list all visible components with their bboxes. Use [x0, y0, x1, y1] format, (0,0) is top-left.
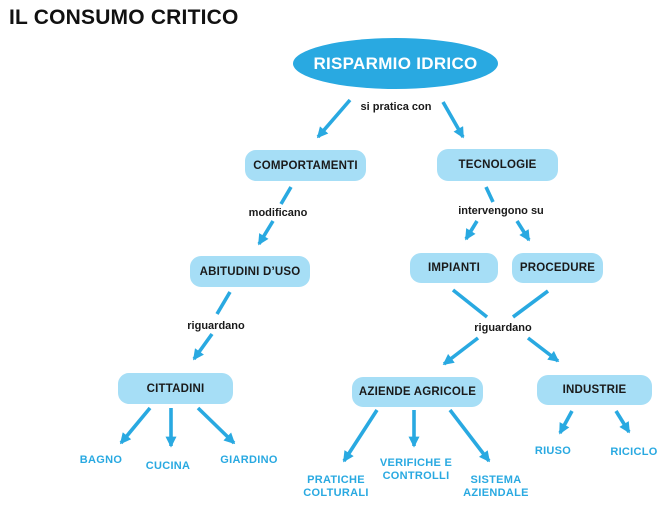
- edge-label-intervengono-su: intervengono su: [458, 205, 544, 217]
- edge-line: [442, 336, 480, 366]
- node-impianti: IMPIANTI: [410, 253, 498, 283]
- edge-line: [448, 408, 491, 463]
- edge-line: [511, 289, 550, 319]
- node-aziende-agricole: AZIENDE AGRICOLE: [352, 377, 483, 407]
- edge-line: [215, 291, 232, 315]
- edge-line: [451, 288, 489, 319]
- edge-line: [342, 409, 379, 463]
- leaf-verifiche-controlli: VERIFICHE E CONTROLLI: [379, 457, 453, 482]
- edge-line: [192, 332, 214, 361]
- node-tecnologie: TECNOLOGIE: [437, 149, 558, 181]
- node-abitudini-duso: ABITUDINI D’USO: [190, 256, 310, 287]
- edge-line: [558, 410, 574, 435]
- leaf-giardino: GIARDINO: [220, 454, 278, 466]
- edge-label-modificano: modificano: [248, 207, 308, 219]
- edge-line: [316, 98, 352, 139]
- edge-line: [257, 220, 275, 246]
- edge-line: [441, 101, 465, 139]
- edge-line: [614, 410, 631, 434]
- edge-line: [119, 406, 152, 445]
- leaf-sistema-aziendale: SISTEMA AZIENDALE: [463, 474, 529, 499]
- leaf-riciclo: RICICLO: [610, 446, 658, 458]
- edge-line: [515, 220, 531, 242]
- edge-line: [196, 406, 236, 445]
- edge-label-riguardano-left: riguardano: [187, 320, 245, 332]
- leaf-cucina: CUCINA: [145, 460, 191, 472]
- edge-line: [464, 220, 479, 241]
- leaf-riuso: RIUSO: [534, 445, 572, 457]
- edge-label-si-pratica-con: si pratica con: [360, 101, 432, 113]
- edge-line: [484, 186, 495, 203]
- node-risparmio-idrico: RISPARMIO IDRICO: [293, 38, 498, 89]
- node-cittadini: CITTADINI: [118, 373, 233, 404]
- node-procedure: PROCEDURE: [512, 253, 603, 283]
- node-risparmio-idrico-label: RISPARMIO IDRICO: [313, 53, 478, 73]
- edge-line: [279, 186, 293, 205]
- leaf-bagno: BAGNO: [79, 454, 123, 466]
- page-title: IL CONSUMO CRITICO: [9, 6, 239, 29]
- leaf-pratiche-colturali: PRATICHE COLTURALI: [303, 474, 369, 499]
- node-comportamenti: COMPORTAMENTI: [245, 150, 366, 181]
- node-industrie: INDUSTRIE: [537, 375, 652, 405]
- edge-line: [526, 336, 560, 363]
- edge-label-riguardano-right: riguardano: [474, 322, 532, 334]
